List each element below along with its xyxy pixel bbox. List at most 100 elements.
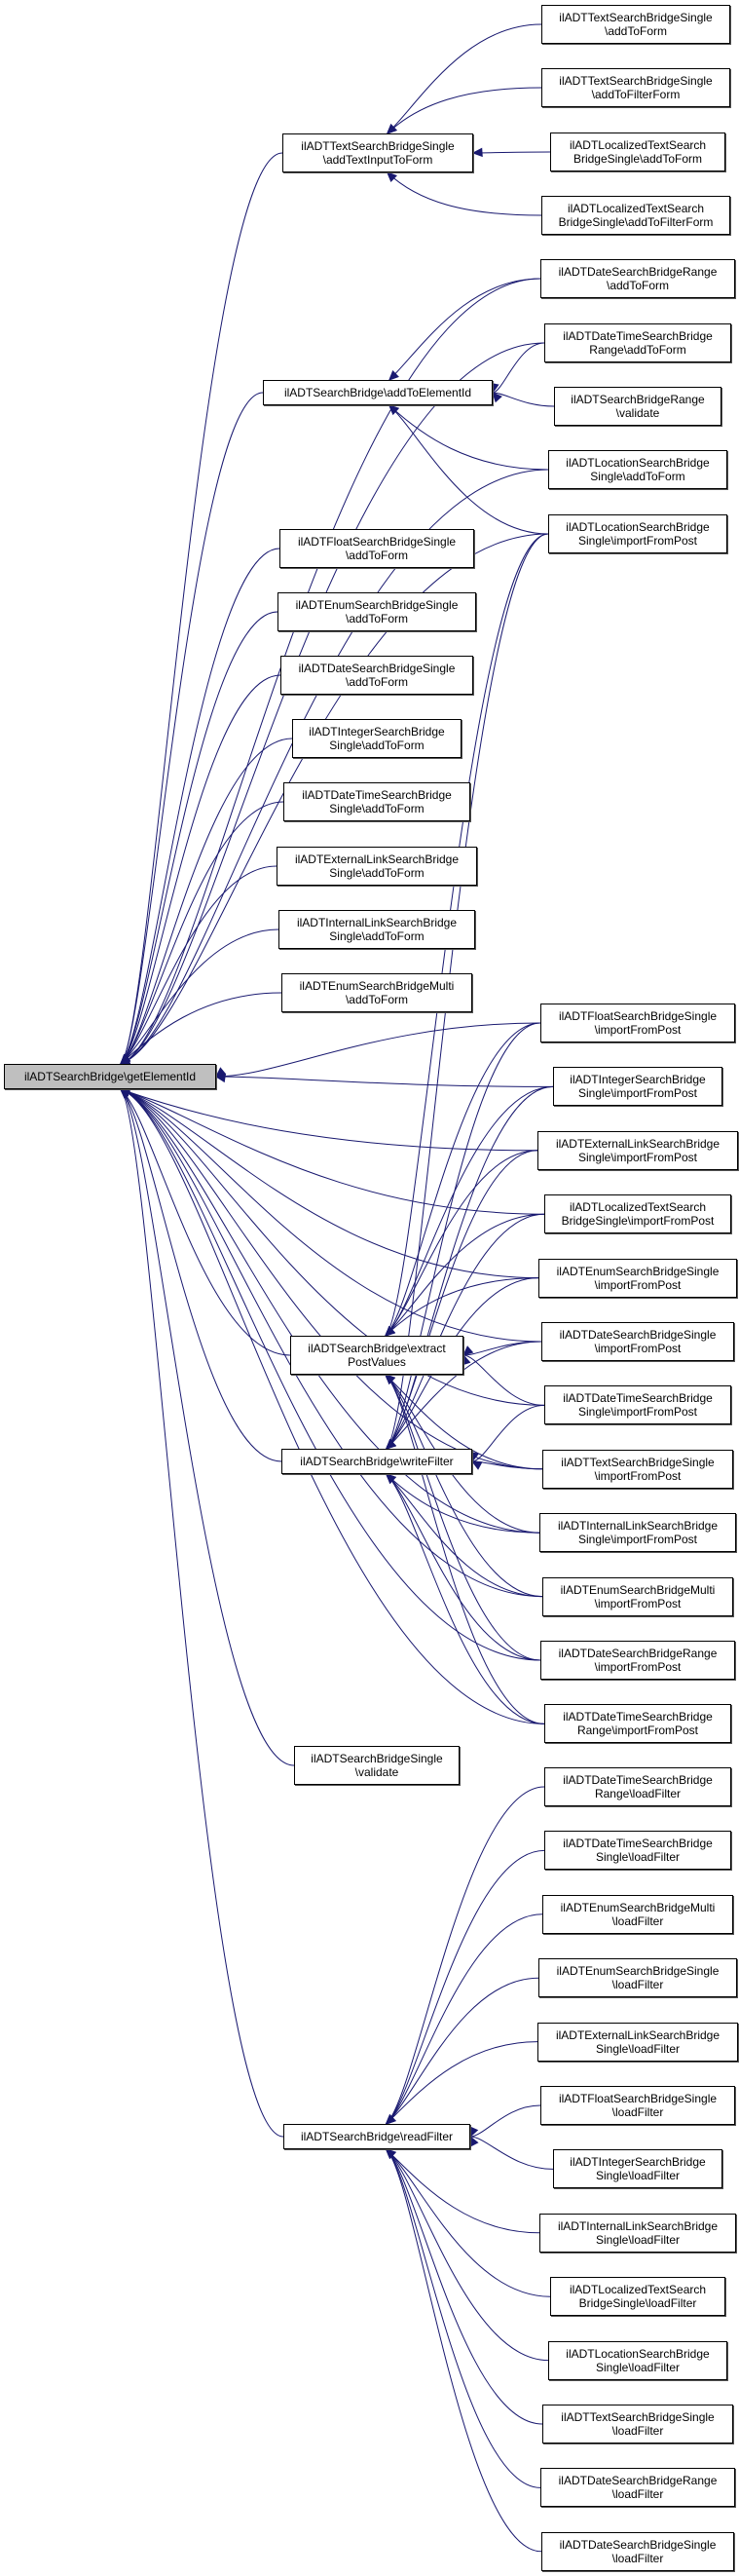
- graph-node[interactable]: ilADTEnumSearchBridgeMulti \loadFilter: [542, 1894, 733, 1934]
- call-edge: [120, 1088, 295, 1766]
- graph-node[interactable]: ilADTLocalizedTextSearch BridgeSingle\ad…: [550, 133, 725, 171]
- graph-node[interactable]: ilADTLocalizedTextSearch BridgeSingle\lo…: [550, 2277, 725, 2317]
- call-edge: [388, 404, 549, 471]
- call-edge: [385, 1374, 545, 1724]
- graph-node[interactable]: ilADTSearchBridge\writeFilter: [281, 1449, 472, 1474]
- arrowhead-icon: [470, 1460, 483, 1470]
- graph-node[interactable]: ilADTDateTimeSearchBridge Range\importFr…: [544, 1704, 731, 1744]
- call-edge: [386, 2041, 538, 2125]
- graph-node[interactable]: ilADTLocalizedTextSearch BridgeSingle\im…: [544, 1194, 731, 1234]
- call-edge: [471, 1404, 545, 1462]
- call-edge: [385, 1213, 545, 1337]
- call-edge: [120, 674, 281, 1065]
- graph-node[interactable]: ilADTTextSearchBridgeSingle \addToFilter…: [541, 68, 730, 107]
- call-edge: [462, 1354, 545, 1406]
- arrowhead-icon: [469, 2126, 479, 2139]
- graph-node[interactable]: ilADTEnumSearchBridgeMulti \importFromPo…: [542, 1576, 733, 1616]
- graph-node[interactable]: ilADTDateTimeSearchBridge Single\addToFo…: [283, 782, 470, 821]
- root-node[interactable]: ilADTSearchBridge\getElementId: [4, 1064, 216, 1089]
- graph-node[interactable]: ilADTLocalizedTextSearch BridgeSingle\ad…: [541, 196, 730, 235]
- call-edge: [386, 1022, 541, 1450]
- graph-node[interactable]: ilADTTextSearchBridgeSingle \loadFilter: [542, 2405, 733, 2443]
- call-edge: [387, 171, 542, 216]
- call-edge: [386, 1473, 540, 1534]
- call-edge: [386, 1473, 545, 1724]
- graph-node[interactable]: ilADTFloatSearchBridgeSingle \addToForm: [279, 529, 474, 568]
- graph-node[interactable]: ilADTEnumSearchBridgeSingle \addToForm: [277, 592, 476, 631]
- graph-node[interactable]: ilADTInternalLinkSearchBridge Single\loa…: [539, 2213, 736, 2253]
- arrowhead-icon: [385, 1473, 397, 1484]
- arrowhead-icon: [386, 124, 397, 134]
- graph-node[interactable]: ilADTLocationSearchBridge Single\loadFil…: [548, 2340, 727, 2380]
- call-edge: [386, 2148, 540, 2234]
- arrowhead-icon: [385, 2148, 396, 2159]
- call-edge: [386, 2148, 551, 2297]
- graph-node[interactable]: ilADTSearchBridge\readFilter: [283, 2124, 470, 2149]
- graph-node[interactable]: ilADTLocationSearchBridge Single\importF…: [548, 514, 727, 553]
- call-edge: [120, 1088, 543, 1598]
- call-edge: [120, 1088, 538, 1152]
- graph-node[interactable]: ilADTSearchBridgeSingle \validate: [294, 1746, 460, 1785]
- call-edge: [120, 801, 284, 1065]
- graph-node[interactable]: ilADTTextSearchBridgeSingle \importFromP…: [542, 1449, 733, 1489]
- graph-node[interactable]: ilADTEnumSearchBridgeMulti \addToForm: [281, 973, 472, 1012]
- call-edge: [215, 1076, 554, 1087]
- graph-node[interactable]: ilADTTextSearchBridgeSingle \addTextInpu…: [282, 133, 473, 172]
- graph-node[interactable]: ilADTDateTimeSearchBridge Range\addToFor…: [544, 323, 731, 362]
- call-edge: [469, 2136, 554, 2170]
- call-edge: [492, 392, 555, 407]
- call-edge: [120, 1088, 540, 1534]
- call-edge: [120, 1088, 545, 1215]
- arrowhead-icon: [385, 1325, 396, 1337]
- graph-node[interactable]: ilADTDateSearchBridgeSingle \addToForm: [280, 656, 473, 695]
- call-edge: [120, 1088, 545, 1406]
- call-edge: [120, 611, 278, 1065]
- call-edge: [385, 1085, 554, 1337]
- arrowhead-icon: [471, 147, 483, 158]
- call-edge: [386, 2148, 549, 2362]
- call-edge: [385, 1374, 541, 1661]
- graph-node[interactable]: ilADTExternalLinkSearchBridge Single\loa…: [537, 2022, 738, 2062]
- call-edge: [386, 2148, 542, 2553]
- graph-node[interactable]: ilADTEnumSearchBridgeSingle \importFromP…: [538, 1258, 737, 1298]
- graph-node[interactable]: ilADTIntegerSearchBridge Single\addToFor…: [292, 719, 462, 758]
- graph-node[interactable]: ilADTDateSearchBridgeSingle \loadFilter: [541, 2531, 734, 2571]
- graph-node[interactable]: ilADTDateSearchBridgeRange \importFromPo…: [540, 1641, 735, 1680]
- graph-node[interactable]: ilADTSearchBridgeRange \validate: [554, 387, 721, 426]
- call-edge: [120, 1088, 541, 1661]
- graph-node[interactable]: ilADTSearchBridge\extract PostValues: [290, 1336, 463, 1375]
- call-edge: [386, 1913, 543, 2125]
- graph-node[interactable]: ilADTInternalLinkSearchBridge Single\add…: [278, 910, 475, 949]
- call-edge: [385, 1022, 541, 1337]
- call-edge: [120, 1088, 542, 1343]
- graph-node[interactable]: ilADTTextSearchBridgeSingle \addToForm: [541, 5, 730, 44]
- call-edge: [120, 1088, 282, 1462]
- graph-node[interactable]: ilADTFloatSearchBridgeSingle \loadFilter: [540, 2086, 735, 2125]
- call-edge: [385, 1374, 543, 1470]
- call-edge: [386, 1341, 542, 1450]
- call-edge: [120, 928, 279, 1065]
- arrowhead-icon: [385, 2113, 396, 2125]
- graph-node[interactable]: ilADTSearchBridge\addToElementId: [263, 380, 493, 405]
- graph-node[interactable]: ilADTDateSearchBridgeSingle \importFromP…: [541, 1322, 734, 1361]
- graph-node[interactable]: ilADTIntegerSearchBridge Single\loadFilt…: [553, 2149, 722, 2189]
- call-edge: [386, 1213, 545, 1450]
- graph-node[interactable]: ilADTDateTimeSearchBridge Single\importF…: [544, 1385, 731, 1425]
- graph-node[interactable]: ilADTFloatSearchBridgeSingle \importFrom…: [540, 1004, 735, 1042]
- call-edge: [120, 992, 282, 1065]
- call-edge: [120, 548, 280, 1065]
- call-edge: [492, 342, 545, 394]
- call-edge: [120, 1088, 545, 1724]
- graph-node[interactable]: ilADTDateSearchBridgeRange \loadFilter: [540, 2468, 735, 2508]
- graph-node[interactable]: ilADTExternalLinkSearchBridge Single\add…: [277, 847, 477, 886]
- call-edge: [386, 1786, 545, 2125]
- graph-node[interactable]: ilADTDateTimeSearchBridge Range\loadFilt…: [544, 1767, 731, 1806]
- graph-node[interactable]: ilADTDateTimeSearchBridge Single\loadFil…: [544, 1831, 731, 1871]
- graph-node[interactable]: ilADTDateSearchBridgeRange \addToForm: [540, 259, 735, 298]
- graph-node[interactable]: ilADTLocationSearchBridge Single\addToFo…: [548, 450, 727, 489]
- graph-node[interactable]: ilADTEnumSearchBridgeSingle \loadFilter: [538, 1958, 737, 1998]
- graph-node[interactable]: ilADTExternalLinkSearchBridge Single\imp…: [537, 1130, 738, 1170]
- graph-node[interactable]: ilADTInternalLinkSearchBridge Single\imp…: [539, 1513, 736, 1553]
- graph-node[interactable]: ilADTIntegerSearchBridge Single\importFr…: [553, 1067, 722, 1107]
- call-edge: [385, 1374, 543, 1598]
